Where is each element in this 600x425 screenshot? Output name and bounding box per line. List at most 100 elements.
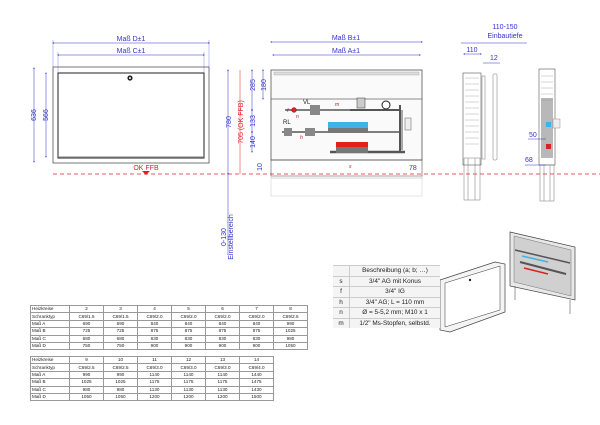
table-cell: C69/3.0 <box>205 363 240 372</box>
dim-mass-c: Maß C±1 <box>117 48 146 55</box>
table-cell: 680 <box>69 334 104 343</box>
table-cell: 13 <box>205 355 240 365</box>
table-cell: 900 <box>205 341 240 351</box>
label-f: f <box>287 108 289 114</box>
table-cell: 1140 <box>171 370 206 380</box>
dim-mass-b: Maß B±1 <box>332 35 360 42</box>
dim-285: 285 <box>250 79 257 91</box>
row-header: Schranktyp <box>30 312 70 321</box>
label-vl: VL <box>303 100 311 106</box>
dim-mass-a: Maß A±1 <box>332 48 360 55</box>
side-view-cabinet: 110-150 Einbautiefe 110 12 <box>461 24 527 201</box>
table-cell: 840 <box>137 319 172 329</box>
return-valves <box>336 142 368 147</box>
table-cell: 3 <box>103 304 138 314</box>
table-cell: C69/1.5 <box>103 312 138 321</box>
table-cell: 1430 <box>239 385 274 394</box>
table-cell: C69/1.5 <box>69 312 104 321</box>
gauge-icon <box>381 100 391 110</box>
table-cell: 1140 <box>205 370 240 380</box>
legend-key: n <box>333 307 350 318</box>
table-cell: 690 <box>69 319 104 329</box>
legend-desc: 1/2" Ms-Stopfen, selbstd. <box>349 317 440 328</box>
table-cell: C69/2.5 <box>103 363 138 372</box>
table-cell: 875 <box>137 327 172 336</box>
dim-566: 566 <box>43 109 50 121</box>
table-cell: 6 <box>205 304 240 314</box>
table-cell: 900 <box>171 341 206 351</box>
legend-desc: 3/4" AG; L = 110 mm <box>349 296 440 308</box>
table-cell: 980 <box>273 334 308 343</box>
table-cell: 1025 <box>273 327 308 336</box>
row-header: Maß D <box>30 341 70 351</box>
table-cell: 14 <box>239 355 274 365</box>
dim-depth-range: 110-150 <box>492 24 517 31</box>
table-cell: 1200 <box>205 392 240 402</box>
table-cell: 875 <box>171 327 206 336</box>
table-cell: C69/3.0 <box>137 363 172 372</box>
table-cell: 725 <box>103 327 138 336</box>
dim-68: 68 <box>525 157 533 164</box>
supply-valves <box>328 122 368 128</box>
cabinet-3d-view <box>439 231 576 333</box>
table-cell: 990 <box>69 370 104 380</box>
table-cell: 1440 <box>239 370 274 380</box>
table-cell: 9 <box>69 355 104 365</box>
table-cell: 980 <box>103 385 138 394</box>
dim-10: 10 <box>257 163 264 171</box>
table-cell: C69/3.0 <box>171 363 206 372</box>
side-view-manifold: 50 68 <box>525 68 561 202</box>
dim-110: 110 <box>466 47 477 54</box>
table-cell: 875 <box>239 327 274 336</box>
dim-133: 133 <box>250 115 257 127</box>
dim-mass-d: Maß D±1 <box>117 36 146 43</box>
table-cell: C69/2.5 <box>69 363 104 372</box>
table-cell: C69/2.0 <box>239 312 274 321</box>
dim-50: 50 <box>529 132 537 139</box>
table-cell: 840 <box>239 319 274 329</box>
floor-marker-icon <box>142 171 150 175</box>
table-cell: 1200 <box>137 392 172 402</box>
table-cell: 900 <box>239 341 274 351</box>
table-cell: 750 <box>103 341 138 351</box>
table-cell: 12 <box>171 355 206 365</box>
table-cell: 840 <box>205 319 240 329</box>
table-cell: 725 <box>69 327 104 336</box>
table-cell: 1475 <box>239 378 274 387</box>
dim-range-label: Einstellbereich <box>228 214 235 260</box>
dim-78: 78 <box>409 165 417 172</box>
ok-ffb-label: OK FFB <box>133 165 159 172</box>
legend-desc: 3/4" IG <box>349 286 440 297</box>
dim-140: 140 <box>250 136 257 148</box>
table-cell: 680 <box>103 334 138 343</box>
table-cell: 1050 <box>69 392 104 402</box>
manifold-front-view: VL RL f n m h s Maß B±1 Maß A±1 780 705 … <box>221 35 423 260</box>
row-header: Maß A <box>30 370 70 380</box>
label-m: m <box>335 102 339 108</box>
table-cell: 980 <box>69 385 104 394</box>
row-header: Schranktyp <box>30 363 70 372</box>
table-cell: 1025 <box>103 378 138 387</box>
label-h: h <box>300 135 303 141</box>
legend-header: Beschreibung (a; b; …) <box>349 265 440 276</box>
label-s: s <box>349 164 352 170</box>
table-cell: 1050 <box>103 392 138 402</box>
dim-636: 636 <box>31 109 38 121</box>
dim-780: 780 <box>226 116 233 128</box>
row-header: Maß C <box>30 334 70 343</box>
label-n: n <box>296 114 299 120</box>
row-header: Maß D <box>30 392 70 402</box>
row-header: Maß C <box>30 385 70 394</box>
